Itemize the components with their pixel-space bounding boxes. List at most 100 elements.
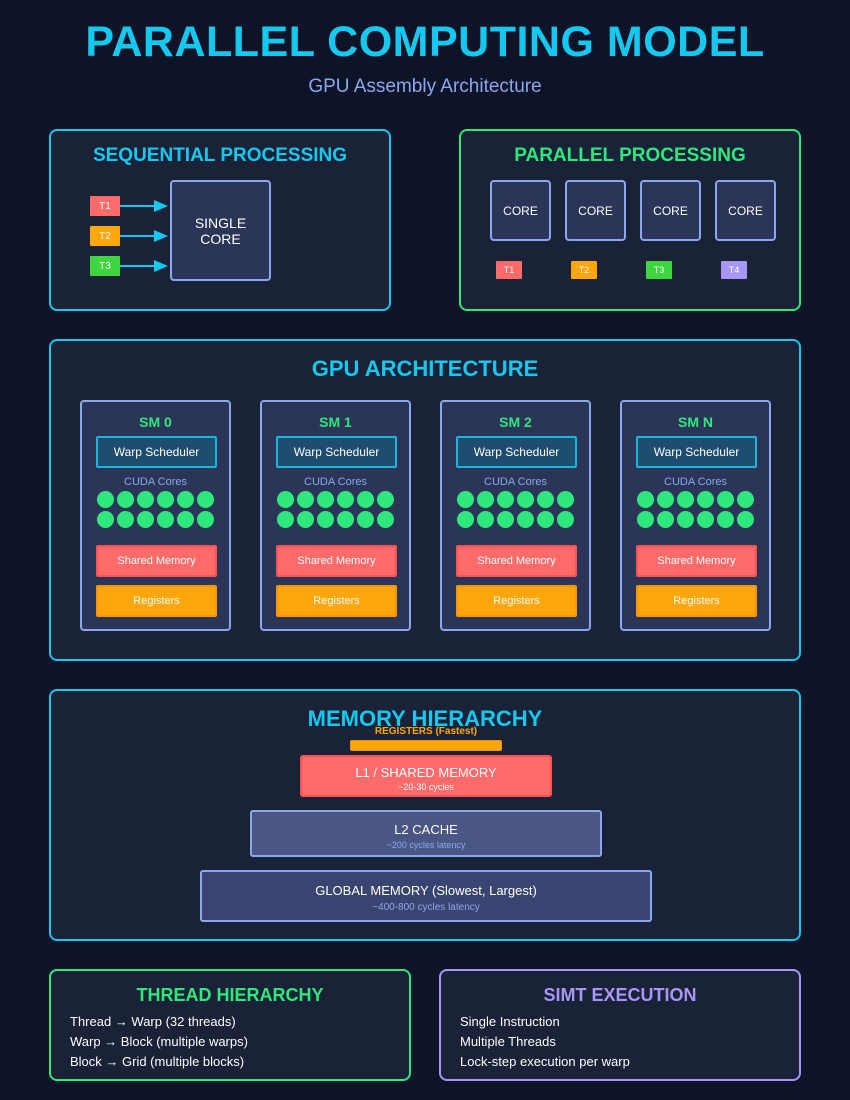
single-core-label-line2: CORE xyxy=(200,230,241,247)
registers-tier-label: REGISTERS (Fastest) xyxy=(374,726,478,737)
sm-block-1: SM 1 Warp Scheduler CUDA Cores Shared Me… xyxy=(260,400,411,631)
shared-memory-block: Shared Memory xyxy=(276,545,397,577)
parallel-core-box: CORE xyxy=(490,180,551,241)
cuda-core-dot xyxy=(637,491,654,508)
sm-title: SM 0 xyxy=(139,414,172,430)
cuda-core-dot xyxy=(177,491,194,508)
sequential-processing-panel: SEQUENTIAL PROCESSING T1 T2 T3 SINGLE CO… xyxy=(49,129,391,311)
cuda-core-dot xyxy=(337,511,354,528)
cuda-core-dot xyxy=(517,491,534,508)
cuda-core-dot xyxy=(697,511,714,528)
registers-block: Registers xyxy=(456,585,577,617)
memory-hierarchy-panel: MEMORY HIERARCHY REGISTERS (Fastest) L1 … xyxy=(49,689,801,941)
thread-tag-t3: T3 xyxy=(90,256,120,276)
thread-tag-t1: T1 xyxy=(496,261,522,279)
sm-title: SM 2 xyxy=(499,414,532,430)
cuda-core-dot xyxy=(477,491,494,508)
shared-memory-block: Shared Memory xyxy=(636,545,757,577)
global-memory-latency: ~400-800 cycles latency xyxy=(372,902,480,913)
l2-cache-latency: ~200 cycles latency xyxy=(386,840,466,850)
cuda-core-dot xyxy=(97,511,114,528)
gpu-architecture-title: GPU ARCHITECTURE xyxy=(311,356,539,381)
l1-shared-memory-latency: ~20-30 cycles xyxy=(398,782,454,792)
registers-block: Registers xyxy=(96,585,217,617)
cuda-core-dot xyxy=(497,491,514,508)
cuda-core-dot xyxy=(517,511,534,528)
page-subtitle: GPU Assembly Architecture xyxy=(308,76,542,97)
thread-hierarchy-panel: THREAD HIERARCHY Thread → Warp (32 threa… xyxy=(49,969,411,1081)
cuda-core-dot xyxy=(137,491,154,508)
parallel-core-box: CORE xyxy=(565,180,626,241)
l1-shared-memory-tier: L1 / SHARED MEMORY ~20-30 cycles xyxy=(300,755,552,797)
simt-execution-line: Multiple Threads xyxy=(460,1034,556,1049)
registers-block: Registers xyxy=(276,585,397,617)
arrow-right-icon xyxy=(120,200,168,212)
cuda-core-dot xyxy=(737,511,754,528)
cuda-core-dot xyxy=(197,491,214,508)
cuda-core-grid xyxy=(277,491,397,528)
cuda-core-dot xyxy=(117,511,134,528)
sm-block-0: SM 0 Warp Scheduler CUDA Cores Shared Me… xyxy=(80,400,231,631)
thread-tag-t1: T1 xyxy=(90,196,120,216)
sm-block-n: SM N Warp Scheduler CUDA Cores Shared Me… xyxy=(620,400,771,631)
global-memory-label: GLOBAL MEMORY (Slowest, Largest) xyxy=(315,883,537,898)
thread-tag-t2: T2 xyxy=(90,226,120,246)
cuda-core-dot xyxy=(157,491,174,508)
cuda-core-dot xyxy=(277,511,294,528)
cuda-core-dot xyxy=(337,491,354,508)
cuda-core-dot xyxy=(377,491,394,508)
cuda-core-dot xyxy=(157,511,174,528)
simt-execution-line: Single Instruction xyxy=(460,1014,560,1029)
parallel-core-box: CORE xyxy=(715,180,776,241)
cuda-cores-label: CUDA Cores xyxy=(664,476,727,488)
cuda-core-dot xyxy=(477,511,494,528)
memory-hierarchy-title: MEMORY HIERARCHY xyxy=(307,706,543,731)
cuda-cores-label: CUDA Cores xyxy=(304,476,367,488)
cuda-core-dot xyxy=(717,511,734,528)
l1-shared-memory-label: L1 / SHARED MEMORY xyxy=(355,765,497,780)
cuda-core-grid xyxy=(457,491,577,528)
thread-hierarchy-line: Warp → Block (multiple warps) xyxy=(70,1034,248,1049)
gpu-architecture-panel: GPU ARCHITECTURE SM 0 Warp Scheduler CUD… xyxy=(49,339,801,661)
warp-scheduler: Warp Scheduler xyxy=(276,436,397,468)
cuda-core-dot xyxy=(297,491,314,508)
cuda-core-dot xyxy=(497,511,514,528)
parallel-processing-title: PARALLEL PROCESSING xyxy=(514,145,746,166)
cuda-core-dot xyxy=(377,511,394,528)
cuda-core-dot xyxy=(657,491,674,508)
shared-memory-block: Shared Memory xyxy=(456,545,577,577)
cuda-core-dot xyxy=(677,491,694,508)
single-core-box: SINGLE CORE xyxy=(170,180,271,281)
cuda-core-dot xyxy=(677,511,694,528)
cuda-core-dot xyxy=(297,511,314,528)
simt-execution-title: SIMT EXECUTION xyxy=(543,985,697,1005)
thread-hierarchy-title: THREAD HIERARCHY xyxy=(136,985,324,1005)
warp-scheduler: Warp Scheduler xyxy=(636,436,757,468)
warp-scheduler: Warp Scheduler xyxy=(456,436,577,468)
cuda-core-grid xyxy=(637,491,757,528)
registers-block: Registers xyxy=(636,585,757,617)
cuda-core-dot xyxy=(117,491,134,508)
arrow-right-icon xyxy=(120,230,168,242)
cuda-core-dot xyxy=(97,491,114,508)
simt-execution-line: Lock-step execution per warp xyxy=(460,1054,630,1069)
cuda-cores-label: CUDA Cores xyxy=(484,476,547,488)
thread-tag-t3: T3 xyxy=(646,261,672,279)
cuda-core-dot xyxy=(177,511,194,528)
parallel-core-box: CORE xyxy=(640,180,701,241)
global-memory-tier: GLOBAL MEMORY (Slowest, Largest) ~400-80… xyxy=(200,870,652,922)
single-core-label-line1: SINGLE xyxy=(194,214,247,231)
l2-cache-label: L2 CACHE xyxy=(394,822,458,837)
cuda-core-dot xyxy=(637,511,654,528)
arrow-right-icon xyxy=(120,260,168,272)
cuda-core-dot xyxy=(357,491,374,508)
thread-tag-t4: T4 xyxy=(721,261,747,279)
cuda-core-dot xyxy=(137,511,154,528)
cuda-core-dot xyxy=(537,511,554,528)
cuda-core-dot xyxy=(197,511,214,528)
cuda-core-dot xyxy=(317,511,334,528)
cuda-core-dot xyxy=(277,491,294,508)
cuda-core-dot xyxy=(457,511,474,528)
simt-execution-panel: SIMT EXECUTION Single Instruction Multip… xyxy=(439,969,801,1081)
cuda-cores-label: CUDA Cores xyxy=(124,476,187,488)
